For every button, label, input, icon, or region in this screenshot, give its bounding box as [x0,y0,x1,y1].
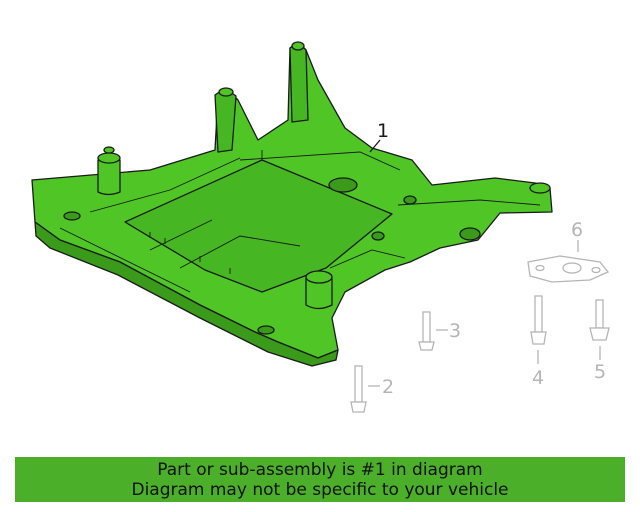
callout-4[interactable]: 4 [532,367,544,389]
callout-6[interactable]: 6 [571,219,583,241]
callout-1-leader [369,139,381,153]
parts-diagram: 1 6 3 2 4 5 [31,41,610,413]
bolt-part-2[interactable] [350,365,380,413]
subframe-part-1[interactable] [31,41,553,367]
bolt-part-5[interactable] [589,299,610,360]
info-banner: Part or sub-assembly is #1 in diagram Di… [15,457,625,502]
callout-2[interactable]: 2 [382,376,394,398]
banner-line-1: Part or sub-assembly is #1 in diagram [157,460,483,480]
callout-3[interactable]: 3 [449,320,461,342]
mount-plate-part-6[interactable] [527,240,610,283]
callout-1[interactable]: 1 [377,120,389,142]
bolt-part-3[interactable] [418,311,448,351]
bolt-part-4[interactable] [530,295,547,364]
banner-line-2: Diagram may not be specific to your vehi… [131,480,509,500]
callout-5[interactable]: 5 [594,361,606,383]
subframe-detail-lines [59,150,541,293]
